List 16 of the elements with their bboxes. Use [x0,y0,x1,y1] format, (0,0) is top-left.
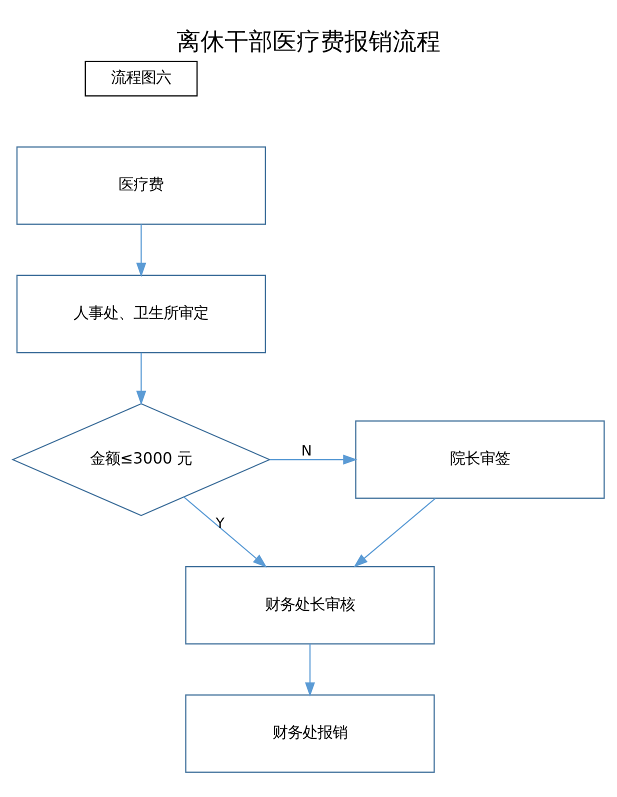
node-box: 医疗费 [16,146,266,224]
arrow [183,496,267,568]
node-box: 院长审签 [355,420,605,498]
edge-label: N [301,443,312,460]
arrow [270,454,358,464]
arrow [136,352,146,405]
node-box: 财务处报销 [185,694,435,772]
node-box: 流程图六 [84,60,198,96]
node-diamond: 金额≤3000 元 [11,402,272,516]
edge-label: Y [216,515,225,532]
node-box: 人事处、卫生所审定 [16,274,266,353]
node-box: 财务处长审核 [185,566,435,644]
diagram-title: 离休干部医疗费报销流程 [176,27,440,56]
arrow [136,224,146,277]
arrow [354,497,436,567]
arrow [304,643,315,696]
